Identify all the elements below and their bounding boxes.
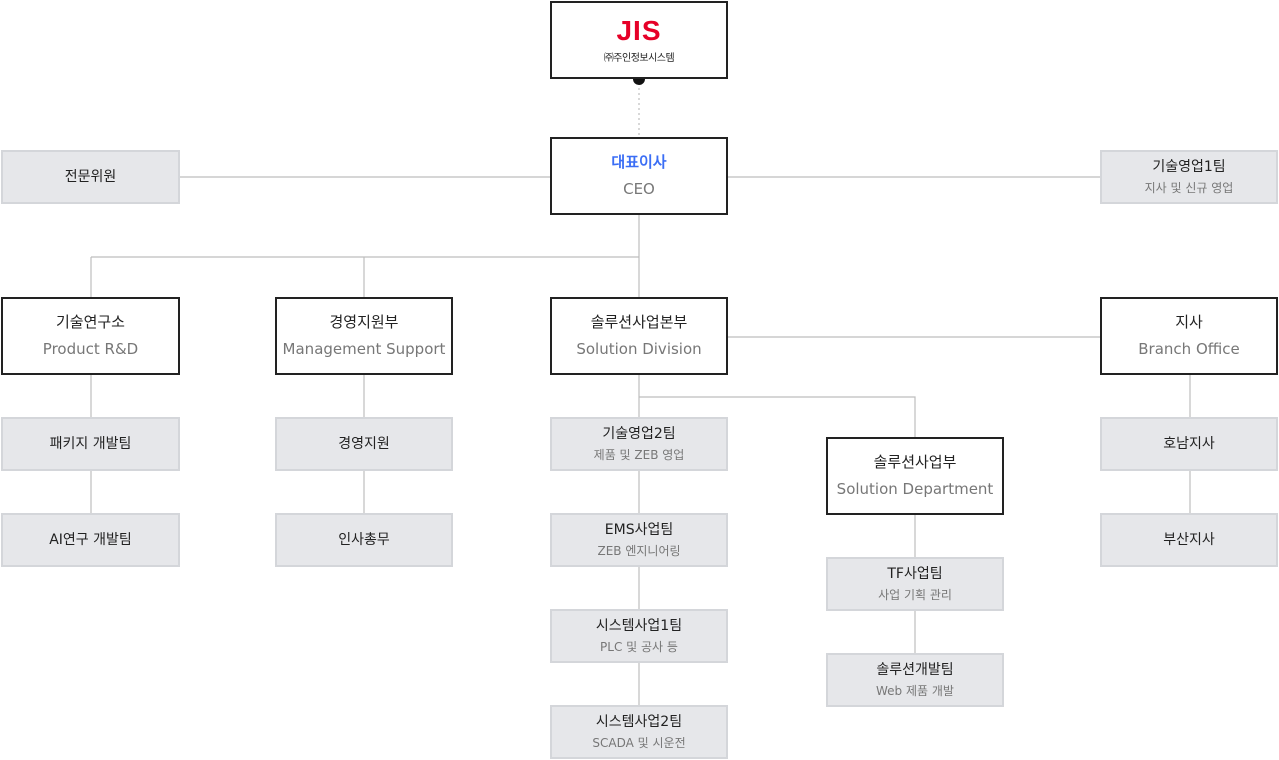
branch-office-title: 호남지사	[1163, 435, 1215, 452]
ceo-title: 대표이사	[611, 152, 667, 171]
ceo-subtitle: CEO	[623, 180, 655, 198]
management-subtitle: Management Support	[282, 340, 446, 358]
advisory-box: 전문위원	[1, 150, 180, 204]
solution-team-title: EMS사업팀	[604, 521, 674, 538]
branch-office-box: 부산지사	[1100, 513, 1278, 567]
solution-team-title: 기술영업2팀	[602, 425, 676, 442]
department-team-box: 솔루션개발팀 Web 제품 개발	[826, 653, 1004, 707]
department-team-subtitle: 사업 기획 관리	[878, 587, 952, 602]
management-team-title: 경영지원	[338, 435, 390, 452]
solution-department-title: 솔루션사업부	[873, 452, 957, 471]
sales1-title: 기술영업1팀	[1152, 158, 1226, 175]
branch-box: 지사 Branch Office	[1100, 297, 1278, 375]
department-team-box: TF사업팀 사업 기획 관리	[826, 557, 1004, 611]
ceo-box: 대표이사 CEO	[550, 137, 728, 215]
solution-division-box: 솔루션사업본부 Solution Division	[550, 297, 728, 375]
solution-team-box: EMS사업팀 ZEB 엔지니어링	[550, 513, 728, 567]
solution-team-title: 시스템사업2팀	[595, 713, 683, 730]
solution-team-subtitle: PLC 및 공사 등	[600, 639, 678, 654]
management-team-box: 경영지원	[275, 417, 453, 471]
company-logo-box: JIS ㈜주인정보시스템	[550, 1, 728, 79]
department-team-title: TF사업팀	[887, 565, 943, 582]
rnd-title: 기술연구소	[55, 312, 125, 331]
department-team-title: 솔루션개발팀	[876, 661, 954, 678]
solution-department-subtitle: Solution Department	[836, 480, 994, 498]
solution-team-subtitle: SCADA 및 시운전	[592, 735, 686, 750]
company-logo: JIS	[616, 14, 662, 46]
solution-team-box: 시스템사업2팀 SCADA 및 시운전	[550, 705, 728, 759]
management-team-title: 인사총무	[338, 531, 390, 548]
connector	[639, 396, 916, 437]
management-box: 경영지원부 Management Support	[275, 297, 453, 375]
sales1-box: 기술영업1팀 지사 및 신규 영업	[1100, 150, 1278, 204]
branch-office-box: 호남지사	[1100, 417, 1278, 471]
solution-department-box: 솔루션사업부 Solution Department	[826, 437, 1004, 515]
solution-team-subtitle: ZEB 엔지니어링	[597, 543, 681, 558]
branch-title: 지사	[1175, 312, 1203, 331]
rnd-team-title: AI연구 개발팀	[49, 531, 132, 548]
management-team-box: 인사총무	[275, 513, 453, 567]
branch-office-title: 부산지사	[1163, 531, 1215, 548]
rnd-subtitle: Product R&D	[42, 340, 139, 358]
solution-team-title: 시스템사업1팀	[595, 617, 683, 634]
advisory-title: 전문위원	[64, 168, 117, 185]
sales1-subtitle: 지사 및 신규 영업	[1144, 180, 1234, 195]
solution-division-subtitle: Solution Division	[576, 340, 702, 358]
management-title: 경영지원부	[329, 312, 399, 331]
company-name: ㈜주인정보시스템	[603, 52, 675, 64]
branch-subtitle: Branch Office	[1138, 340, 1240, 358]
solution-team-box: 시스템사업1팀 PLC 및 공사 등	[550, 609, 728, 663]
rnd-team-box: AI연구 개발팀	[1, 513, 180, 567]
rnd-team-box: 패키지 개발팀	[1, 417, 180, 471]
solution-team-subtitle: 제품 및 ZEB 영업	[593, 447, 685, 462]
solution-team-box: 기술영업2팀 제품 및 ZEB 영업	[550, 417, 728, 471]
rnd-box: 기술연구소 Product R&D	[1, 297, 180, 375]
department-team-subtitle: Web 제품 개발	[876, 683, 954, 698]
rnd-team-title: 패키지 개발팀	[49, 435, 132, 452]
solution-division-title: 솔루션사업본부	[590, 312, 688, 331]
